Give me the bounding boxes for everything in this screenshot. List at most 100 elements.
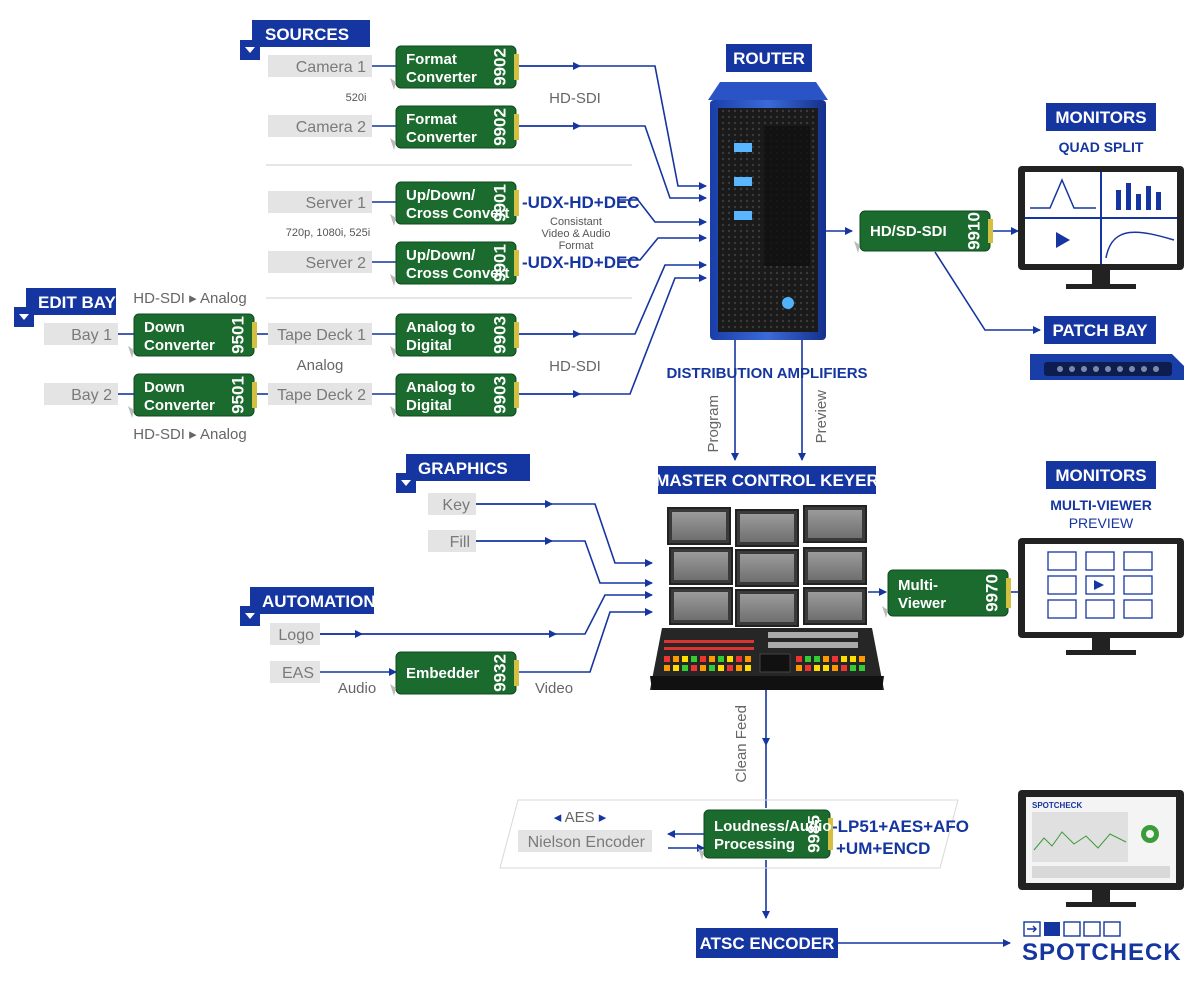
down-converter-card-1-line2: Converter	[144, 337, 215, 354]
multi-viewer-monitor	[1018, 538, 1184, 655]
svg-text:Fill: Fill	[450, 534, 470, 551]
a2d-card-1-line2: Digital	[406, 337, 452, 354]
format-converter-card-1-number: 9902	[490, 48, 509, 86]
svg-text:+UM+ENCD: +UM+ENCD	[836, 839, 930, 858]
multi-viewer-label: MULTI-VIEWER	[1050, 497, 1152, 513]
monitors-top-title: MONITORS	[1055, 108, 1146, 127]
hd-sd-sdi-card-line1: HD/SD-SDI	[870, 223, 947, 240]
svg-text:HD-SDI ▸ Analog: HD-SDI ▸ Analog	[133, 290, 246, 307]
multi-viewer-card-line1: Multi-	[898, 577, 938, 594]
format-converter-card-2-line2: Converter	[406, 129, 477, 146]
svg-text:Audio: Audio	[338, 680, 376, 697]
a2d-card-2-line2: Digital	[406, 397, 452, 414]
header-sources: SOURCES	[240, 20, 370, 60]
embedder-card: Embedder 9932	[390, 651, 519, 696]
svg-text:-LP51+AES+AFO: -LP51+AES+AFO	[832, 817, 969, 836]
quad-split-monitor	[1018, 166, 1184, 289]
graphics-fill: Fill	[428, 530, 476, 552]
source-server-2: Server 2	[268, 251, 372, 273]
svg-text:Tape Deck 1: Tape Deck 1	[277, 327, 366, 344]
svg-text:-UDX-HD+DEC: -UDX-HD+DEC	[522, 253, 640, 272]
connections	[118, 62, 1041, 947]
header-atsc-encoder: ATSC ENCODER	[696, 928, 838, 958]
patch-bay-unit	[1030, 354, 1184, 380]
svg-text:HD-SDI: HD-SDI	[549, 90, 601, 107]
svg-text:EAS: EAS	[282, 665, 314, 682]
udx-card-1-line1: Up/Down/	[406, 187, 476, 204]
edit-bay-1: Bay 1	[44, 323, 118, 345]
master-control-keyer-title: MASTER CONTROL KEYER	[655, 471, 879, 490]
annotations: 520i HD-SDI -UDX-HD+DEC -UDX-HD+DEC Cons…	[133, 90, 969, 858]
svg-text:520i: 520i	[346, 92, 367, 104]
format-converter-card-1-line2: Converter	[406, 69, 477, 86]
a2d-card-1-line1: Analog to	[406, 319, 475, 336]
down-converter-card-2-line1: Down	[144, 379, 185, 396]
router-tower	[708, 82, 828, 340]
header-monitors-bottom: MONITORS MULTI-VIEWER PREVIEW	[1046, 461, 1156, 531]
header-router: ROUTER	[726, 44, 812, 72]
svg-text:Tape Deck 2: Tape Deck 2	[277, 387, 366, 404]
quad-split-label: QUAD SPLIT	[1059, 139, 1144, 155]
down-converter-card-1-number: 9501	[228, 316, 247, 354]
svg-text:720p, 1080i, 525i: 720p, 1080i, 525i	[286, 227, 370, 239]
multi-viewer-card-number: 9970	[982, 574, 1001, 612]
embedder-card-line1: Embedder	[406, 665, 480, 682]
spotcheck-wordmark: SPOTCHECK	[1022, 939, 1182, 966]
header-monitors-top: MONITORS QUAD SPLIT	[1046, 103, 1156, 155]
header-patch-bay: PATCH BAY	[1044, 316, 1156, 344]
source-camera-1: Camera 1	[268, 55, 372, 77]
spotcheck-monitor: SPOTCHECK	[1018, 790, 1184, 907]
tape-deck-1: Tape Deck 1	[268, 323, 372, 345]
automation-logo: Logo	[270, 623, 320, 645]
udx-card-2-number: 9901	[490, 244, 509, 282]
embedder-card-number: 9932	[490, 654, 509, 692]
nielson-panel: ◂ AES ▸ Nielson Encoder	[499, 799, 959, 869]
automation-eas: EAS	[270, 661, 320, 683]
svg-text:Key: Key	[442, 497, 470, 514]
a2d-card-2-line1: Analog to	[406, 379, 475, 396]
graphics-key: Key	[428, 493, 476, 515]
edit-bay-2: Bay 2	[44, 383, 118, 405]
patch-bay-title: PATCH BAY	[1052, 321, 1148, 340]
automation-title: AUTOMATION	[262, 592, 376, 611]
edit-bay-title: EDIT BAY	[38, 293, 116, 312]
format-converter-card-1-line1: Format	[406, 51, 457, 68]
svg-text:HD-SDI: HD-SDI	[549, 358, 601, 375]
svg-text:Consistant: Consistant	[550, 216, 602, 228]
svg-text:Video & Audio: Video & Audio	[542, 228, 611, 240]
down-converter-card-1-line1: Down	[144, 319, 185, 336]
a2d-card-2-number: 9903	[490, 376, 509, 414]
header-graphics: GRAPHICS	[396, 454, 530, 493]
multi-viewer-card-line2: Viewer	[898, 595, 946, 612]
svg-text:Format: Format	[559, 240, 594, 252]
graphics-title: GRAPHICS	[418, 459, 508, 478]
svg-text:Logo: Logo	[278, 627, 314, 644]
svg-text:Analog: Analog	[297, 357, 344, 374]
nielson-encoder: Nielson Encoder	[528, 834, 646, 851]
spotcheck-logo: SPOTCHECK	[1022, 921, 1182, 966]
a2d-card-1-number: 9903	[490, 316, 509, 354]
svg-text:Preview: Preview	[813, 390, 830, 444]
svg-text:-UDX-HD+DEC: -UDX-HD+DEC	[522, 193, 640, 212]
atsc-encoder-title: ATSC ENCODER	[700, 934, 835, 953]
tape-deck-2: Tape Deck 2	[268, 383, 372, 405]
router-title: ROUTER	[733, 49, 805, 68]
down-converter-card-2-line2: Converter	[144, 397, 215, 414]
svg-text:Program: Program	[705, 395, 722, 453]
sources-title: SOURCES	[265, 25, 349, 44]
udx-card-1-line2: Cross Convert	[406, 205, 509, 222]
source-camera-2: Camera 2	[268, 115, 372, 137]
monitors-bottom-title: MONITORS	[1055, 466, 1146, 485]
down-converter-card-2-number: 9501	[228, 376, 247, 414]
udx-card-2-line1: Up/Down/	[406, 247, 476, 264]
udx-card-2-line2: Cross Convert	[406, 265, 509, 282]
loudness-card-line2: Processing	[714, 836, 795, 853]
